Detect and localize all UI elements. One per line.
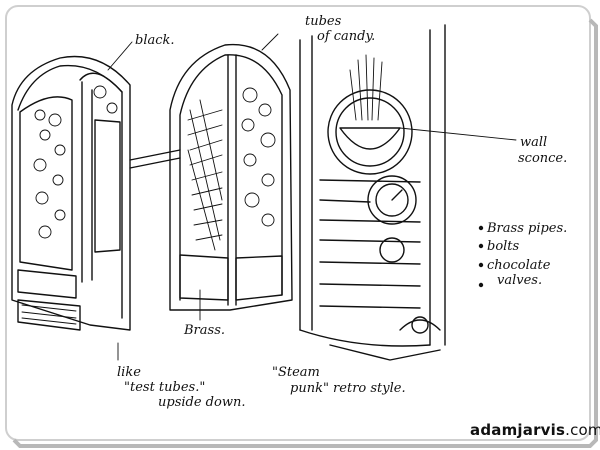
label-bullet-brass-pipes: Brass pipes. <box>486 221 567 236</box>
label-steam-line1: "Steam <box>272 365 320 380</box>
left-door-sketch <box>11 55 181 331</box>
label-brass: Brass. <box>183 323 225 338</box>
label-steam-line2: punk" retro style. <box>290 381 406 396</box>
label-like-line1: like <box>117 365 141 380</box>
watermark: adamjarvis.com <box>470 421 600 439</box>
bullet-dots <box>478 225 484 288</box>
label-bullet-chocolate: chocolate <box>487 258 551 273</box>
label-tubes-line1: tubes <box>305 14 342 29</box>
watermark-domain: .com <box>565 421 600 439</box>
label-black: black. <box>135 33 175 48</box>
label-like-line2: "test tubes." <box>124 380 205 395</box>
label-bullet-valves: valves. <box>497 273 542 288</box>
label-like-line3: upside down. <box>158 395 245 410</box>
label-tubes-line2: of candy. <box>317 29 375 44</box>
paper-frame <box>5 5 598 448</box>
middle-door-sketch <box>169 43 293 311</box>
label-bullet-bolts: bolts <box>487 239 520 254</box>
annotation-leaders <box>107 33 517 361</box>
watermark-name: adamjarvis <box>470 421 566 439</box>
label-wall-line2: sconce. <box>518 151 567 166</box>
label-wall-line1: wall <box>520 135 547 150</box>
right-panel-sketch <box>299 24 446 361</box>
